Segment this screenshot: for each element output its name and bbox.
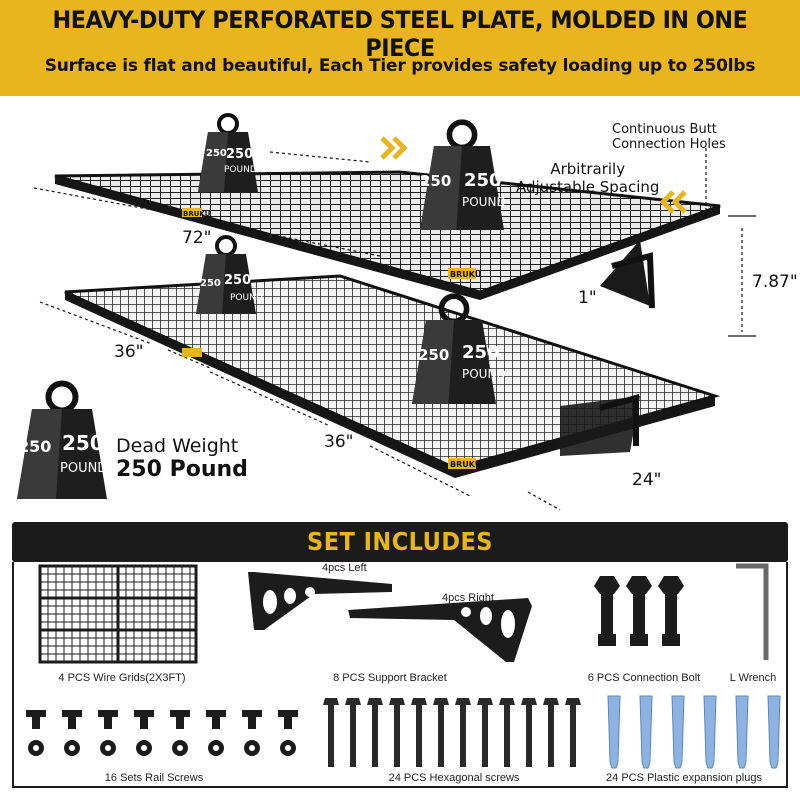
l-wrench-icon bbox=[736, 563, 769, 660]
svg-text:250: 250 bbox=[206, 148, 227, 159]
svg-text:250: 250 bbox=[224, 273, 251, 288]
bracket-left-label: 4pcs Left bbox=[322, 562, 367, 574]
dim-height: 7.87" bbox=[752, 272, 798, 292]
svg-text:250: 250 bbox=[200, 278, 221, 289]
weight-icon: 250 250 POUND bbox=[196, 113, 260, 194]
headline: HEAVY-DUTY PERFORATED STEEL PLATE, MOLDE… bbox=[52, 6, 748, 62]
caption-hex-screws: 24 PCS Hexagonal screws bbox=[388, 772, 520, 784]
upper-shelf bbox=[54, 170, 721, 309]
set-includes-banner: SET INCLUDES bbox=[12, 522, 788, 562]
caption-expansion-plugs: 24 PCS Plastic expansion plugs bbox=[606, 772, 762, 784]
caption-connection-bolt: 6 PCS Connection Bolt bbox=[587, 672, 701, 684]
brand-tag: BRUKU bbox=[182, 208, 211, 218]
note-adjustable-spacing: Arbitrarily Adjustable Spacing bbox=[516, 160, 660, 196]
note-continuous-holes: Continuous Butt Connection Holes bbox=[612, 122, 726, 152]
svg-text:250: 250 bbox=[462, 342, 500, 363]
dead-weight-icon: 250 250 POUND bbox=[17, 384, 107, 500]
svg-text:POUND: POUND bbox=[224, 165, 257, 175]
caption-l-wrench: L Wrench bbox=[729, 672, 777, 684]
header-banner: HEAVY-DUTY PERFORATED STEEL PLATE, MOLDE… bbox=[0, 0, 800, 96]
svg-text:250: 250 bbox=[62, 431, 104, 455]
svg-text:250: 250 bbox=[418, 346, 449, 364]
dim-width-left: 36" bbox=[114, 342, 144, 362]
product-hero: 250 250 POUND 250 250 POUND 250 250 POUN… bbox=[0, 96, 800, 520]
svg-text:POUND: POUND bbox=[462, 367, 506, 381]
expansion-plug-icon bbox=[607, 695, 781, 769]
svg-text:250: 250 bbox=[420, 172, 451, 190]
weight-icon: 250 250 POUND bbox=[420, 122, 506, 230]
svg-text:250: 250 bbox=[18, 437, 51, 456]
set-includes-panel: 4pcs Left 4pcs Right 4 PCS Wire Grids(2X… bbox=[12, 562, 788, 788]
caption-rail-screws: 16 Sets Rail Screws bbox=[104, 772, 204, 784]
bolt-icon bbox=[594, 576, 684, 646]
dim-length: 72" bbox=[182, 228, 212, 248]
brand-tag: BRUKU bbox=[448, 268, 481, 279]
brand-tag bbox=[182, 348, 202, 357]
svg-text:250: 250 bbox=[226, 147, 253, 162]
subheadline: Surface is flat and beautiful, Each Tier… bbox=[44, 56, 756, 76]
svg-text:BRUKU: BRUKU bbox=[183, 210, 211, 218]
wire-grid-icon bbox=[38, 564, 198, 664]
svg-text:POUND: POUND bbox=[230, 293, 263, 303]
svg-text:BRUKU: BRUKU bbox=[450, 270, 481, 279]
dim-depth: 24" bbox=[632, 470, 662, 490]
dim-gap: 1" bbox=[578, 288, 597, 308]
support-bracket-icon bbox=[248, 572, 532, 662]
weight-icon: 250 250 POUND bbox=[412, 296, 506, 404]
svg-text:POUND: POUND bbox=[60, 461, 107, 476]
dead-weight-label: Dead Weight 250 Pound bbox=[116, 435, 248, 482]
lower-shelf bbox=[64, 274, 721, 478]
caption-wire-grids: 4 PCS Wire Grids(2X3FT) bbox=[58, 672, 186, 684]
svg-text:BRUKU: BRUKU bbox=[450, 460, 481, 469]
hex-screw-icon bbox=[323, 698, 581, 767]
rail-screw-icon bbox=[26, 710, 298, 756]
weight-icon: 250 250 POUND bbox=[194, 235, 263, 316]
brand-tag: BRUKU bbox=[448, 458, 481, 469]
svg-text:POUND: POUND bbox=[462, 195, 506, 209]
shelf-illustration: 250 250 POUND 250 250 POUND 250 250 POUN… bbox=[0, 113, 756, 511]
bracket-right-label: 4pcs Right bbox=[442, 592, 494, 604]
svg-text:250: 250 bbox=[464, 170, 502, 191]
caption-support-bracket: 8 PCS Support Bracket bbox=[333, 672, 447, 684]
spacing-arrows bbox=[380, 136, 687, 214]
set-includes-title: SET INCLUDES bbox=[307, 527, 493, 556]
dim-width-middle: 36" bbox=[324, 432, 354, 452]
dimension-lines bbox=[33, 148, 756, 511]
